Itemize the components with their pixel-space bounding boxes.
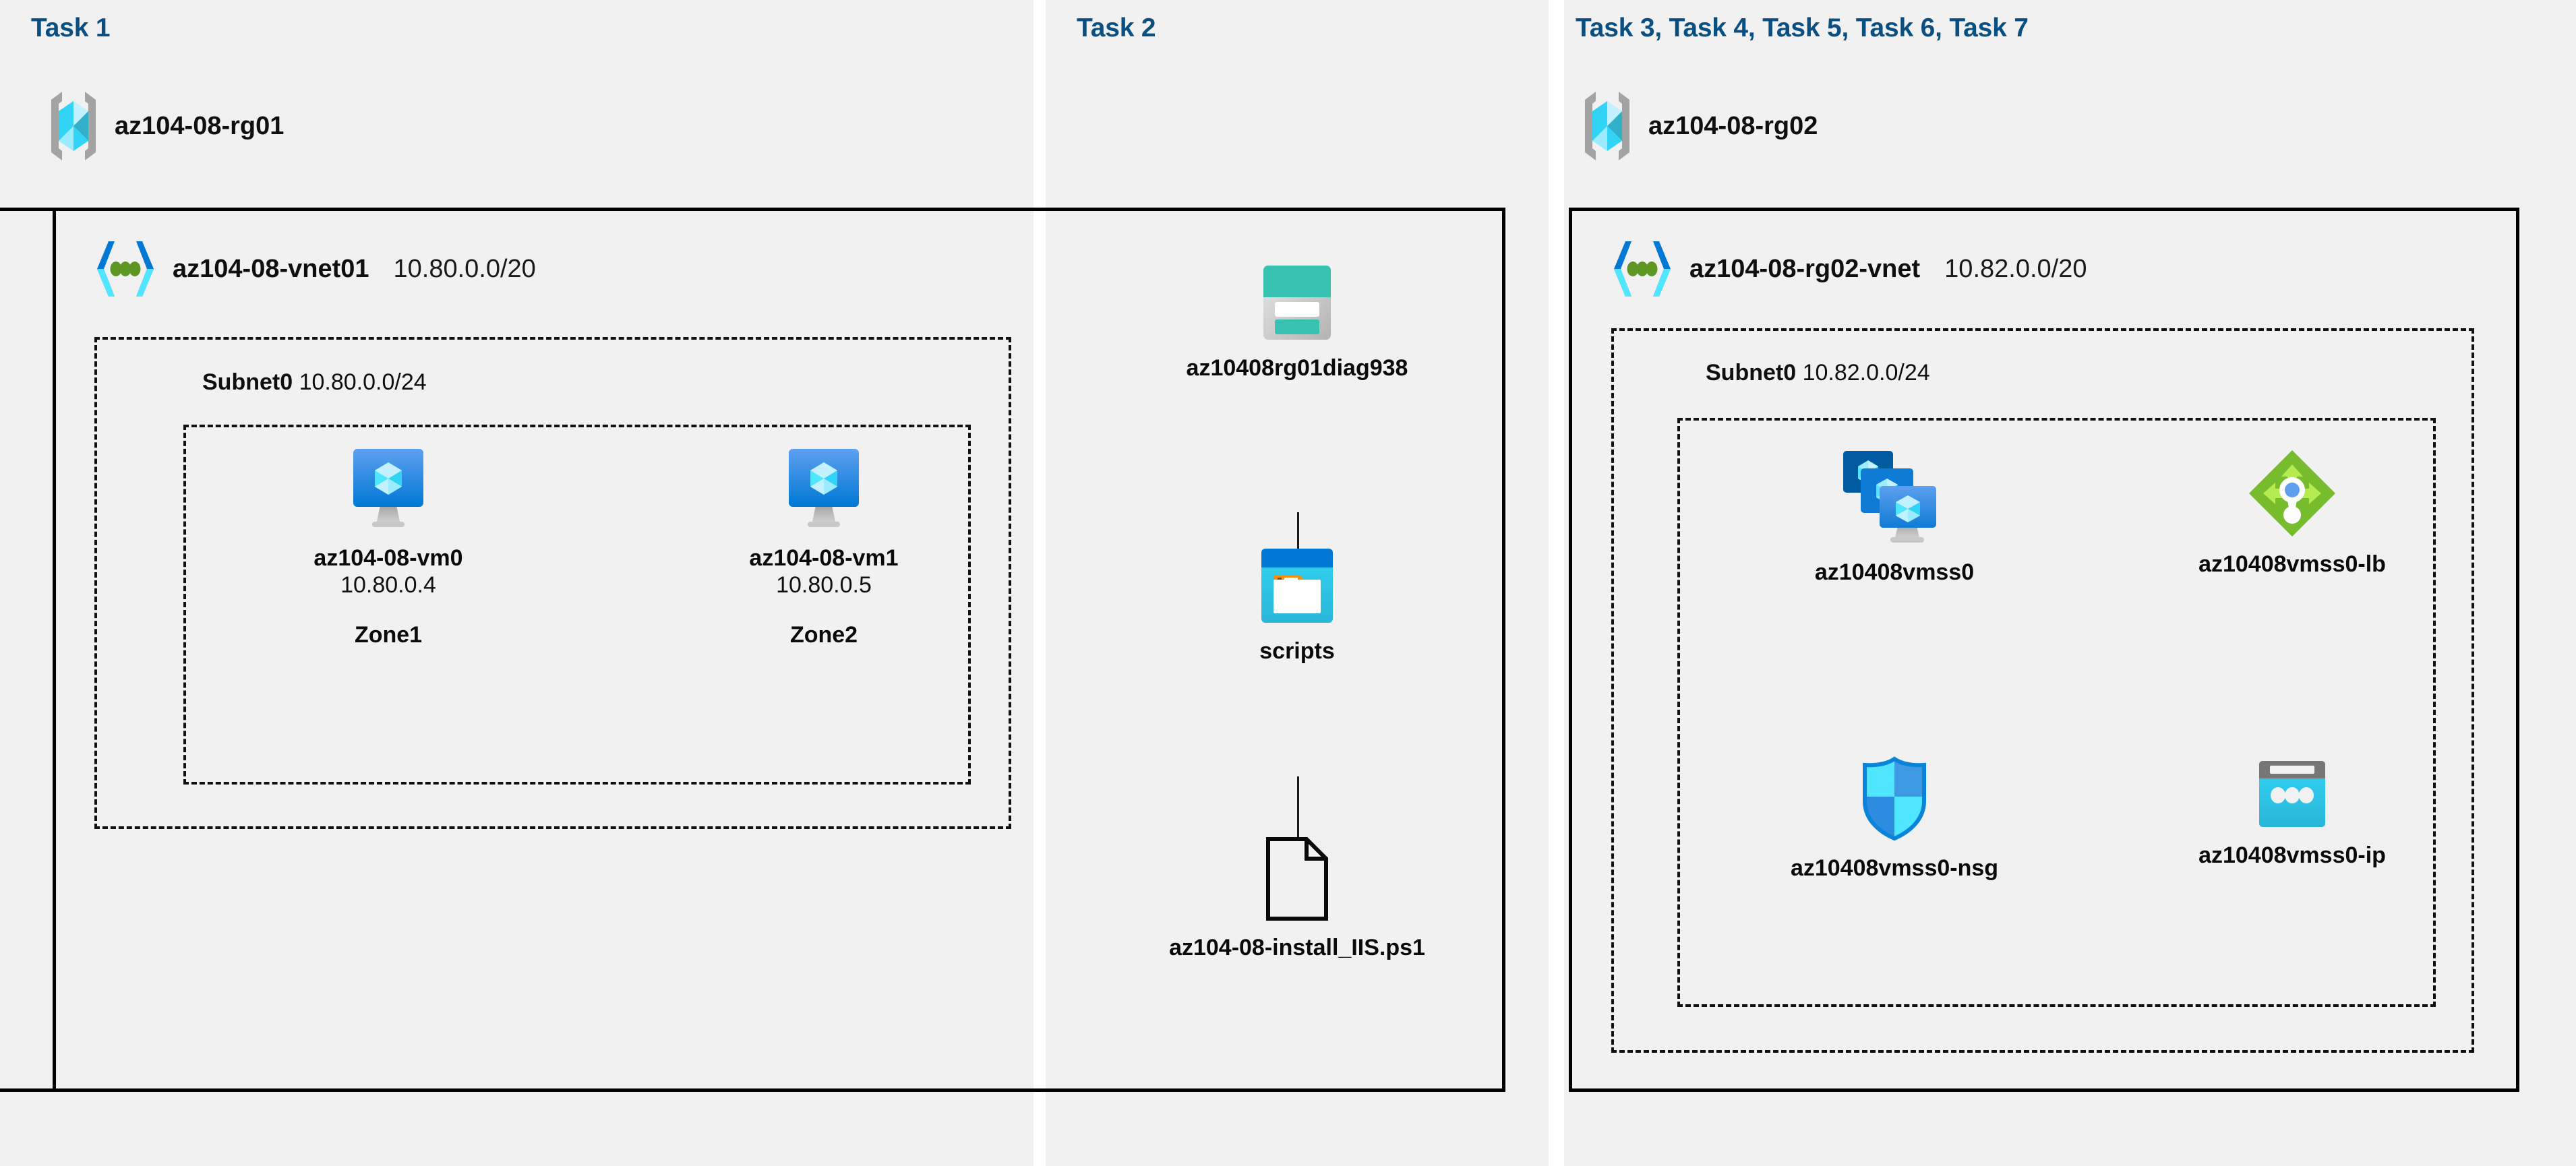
virtual-machine-icon [682,445,965,532]
connector-container-to-blob [1297,776,1299,838]
vm1-name: az104-08-vm1 [749,545,899,571]
vm0-node: az104-08-vm0 10.80.0.4 Zone1 [247,445,530,648]
blob-file-node: az104-08-install_IIS.ps1 [1095,836,1499,961]
blob-container-node: scripts [1129,546,1466,665]
subnet0-boundary-vnet02 [1611,328,2474,1053]
storage-account-node: az10408rg01diag938 [1129,263,1466,381]
public-ip-address-icon [2151,758,2434,830]
file-icon [1095,836,1499,922]
nsg-name: az10408vmss0-nsg [1790,855,1999,881]
subnet0-cidr: 10.82.0.0/24 [1802,360,1930,386]
subnet0-name: Subnet0 [1706,360,1797,386]
resource-group-label: az104-08-rg02 [1648,111,1818,140]
nsg-node: az10408vmss0-nsg [1753,755,2036,882]
task357-panel [1564,0,2576,1166]
vm0-ip: 10.80.0.4 [340,572,436,599]
load-balancer-node: az10408vmss0-lb [2151,448,2434,578]
vmss0-node: az10408vmss0 [1753,448,2036,586]
public-ip-node: az10408vmss0-ip [2151,758,2434,869]
vm-scale-set-icon [1753,448,2036,547]
public-ip-name: az10408vmss0-ip [2198,842,2386,868]
vm0-name: az104-08-vm0 [313,545,463,571]
resource-group-label: az104-08-rg01 [115,111,284,140]
storage-account-name: az10408rg01diag938 [1186,355,1408,381]
network-security-group-icon [1753,755,2036,842]
task1-heading: Task 1 [31,13,111,42]
load-balancer-name: az10408vmss0-lb [2198,551,2386,577]
subnet0-boundary-vnet01 [94,337,1011,829]
virtual-network-icon [94,237,156,301]
resource-group-icon [47,89,100,163]
resource-group-icon [1581,89,1634,163]
connector-storage-to-container [1297,512,1299,554]
vm1-node: az104-08-vm1 10.80.0.5 Zone2 [682,445,965,648]
task2-heading: Task 2 [1077,13,1156,42]
resource-group-rg02: az104-08-rg02 [1581,89,1818,163]
resource-group-rg01: az104-08-rg01 [47,89,284,163]
subnet0-cidr: 10.80.0.0/24 [299,369,427,395]
vnet01-boundary [53,208,1505,1092]
virtual-network-icon [1611,237,1673,301]
vnet02-header: az104-08-rg02-vnet 10.82.0.0/20 [1611,237,2087,301]
vmss0-name: az10408vmss0 [1814,559,1975,585]
blob-container-name: scripts [1259,638,1335,664]
load-balancer-icon [2151,448,2434,539]
task1-panel [0,0,1034,1166]
storage-account-icon [1129,263,1466,342]
vm1-zone: Zone2 [789,621,858,648]
vnet02-cidr: 10.82.0.0/20 [1944,254,2087,283]
vnet02-boundary [1569,208,2519,1092]
vnet01-name: az104-08-vnet01 [173,254,369,283]
vm1-ip: 10.80.0.5 [776,572,872,599]
task357-heading: Task 3, Task 4, Task 5, Task 6, Task 7 [1576,13,2029,42]
subnet0-label-vnet01: Subnet0 10.80.0.0/24 [202,369,427,396]
subnet0-label-vnet02: Subnet0 10.82.0.0/24 [1706,360,1930,386]
vnet02-name: az104-08-rg02-vnet [1689,254,1921,283]
subnet0-name: Subnet0 [202,369,293,395]
blob-container-icon [1129,546,1466,625]
vnet01-header: az104-08-vnet01 10.80.0.0/20 [94,237,536,301]
scale-set-resources-boundary [1677,418,2436,1007]
blob-file-name: az104-08-install_IIS.ps1 [1169,935,1425,960]
virtual-machine-icon [247,445,530,532]
availability-zones-boundary [183,425,971,785]
vnet01-cidr: 10.80.0.0/20 [393,254,536,283]
vm0-zone: Zone1 [354,621,423,648]
